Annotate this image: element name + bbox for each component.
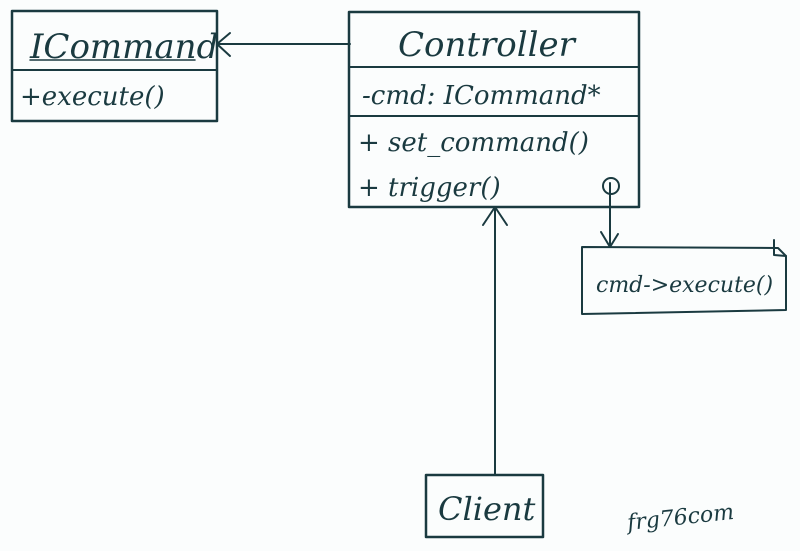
class-controller-method-trigger: + trigger() bbox=[358, 173, 501, 203]
class-controller-method-set-command: + set_command() bbox=[358, 128, 589, 158]
class-client: Client bbox=[424, 473, 545, 539]
note-fold-icon bbox=[773, 239, 787, 257]
class-client-name: Client bbox=[438, 490, 536, 528]
watermark: frg76com bbox=[624, 500, 735, 536]
note-border bbox=[581, 246, 787, 315]
class-client-border bbox=[424, 473, 545, 539]
arrowhead-icon bbox=[216, 32, 231, 57]
note-text: cmd->execute() bbox=[596, 273, 773, 298]
class-controller-attribute: -cmd: ICommand* bbox=[362, 81, 601, 111]
class-controller-name: Controller bbox=[398, 25, 577, 65]
class-controller: Controller -cmd: ICommand* + set_command… bbox=[347, 10, 641, 209]
class-icommand: ICommand +execute() bbox=[10, 9, 219, 123]
class-icommand-method: +execute() bbox=[20, 82, 165, 112]
association-client-controller bbox=[482, 206, 508, 476]
association-controller-icommand bbox=[216, 32, 351, 57]
note: cmd->execute() bbox=[581, 239, 787, 315]
class-icommand-border bbox=[10, 9, 219, 123]
class-icommand-name: ICommand bbox=[29, 27, 218, 67]
arrowhead-icon bbox=[482, 206, 508, 226]
